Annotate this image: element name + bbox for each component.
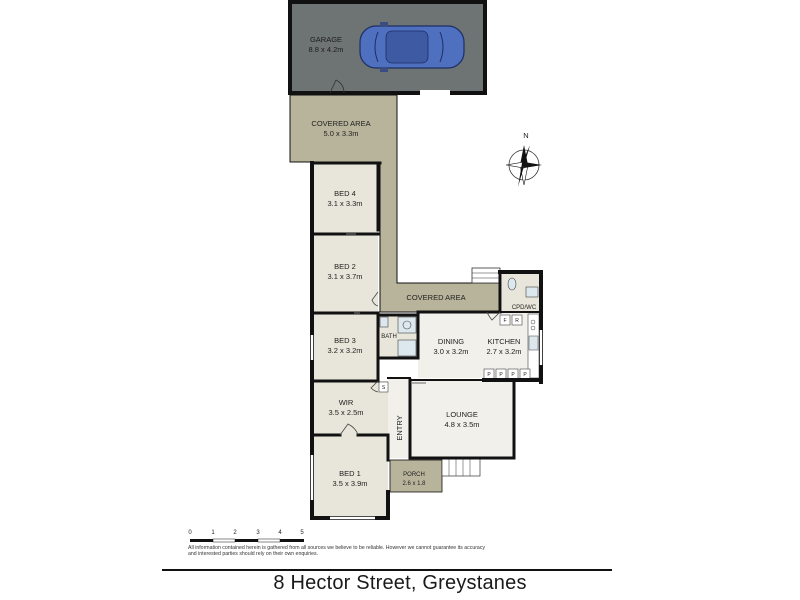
scale-tick-1: 1	[211, 530, 215, 536]
bath: BATH	[378, 315, 418, 358]
windows	[310, 330, 543, 520]
bed-2: BED 2 3.1 x 3.7m	[312, 234, 378, 313]
property-address: 8 Hector Street, Greystanes	[273, 572, 527, 594]
bed2-dims: 3.1 x 3.7m	[327, 272, 362, 281]
bed-4: BED 4 3.1 x 3.3m	[312, 163, 378, 234]
bed1-label: BED 1	[339, 469, 361, 478]
scale-tick-3: 3	[256, 530, 260, 536]
bath-label: BATH	[381, 334, 397, 340]
garage: GARAGE 8.8 x 4.2m	[288, 0, 487, 95]
lounge-dims: 4.8 x 3.5m	[444, 420, 479, 429]
bed3-dims: 3.2 x 3.2m	[327, 346, 362, 355]
scale-tick-5: 5	[300, 530, 304, 536]
bed1-dims: 3.5 x 3.9m	[332, 479, 367, 488]
fridge-label: F	[503, 318, 506, 324]
pantry-label-3: P	[511, 372, 515, 378]
porch: PORCH 2.6 x 1.8	[389, 457, 481, 493]
scale-bar: 0 1 2 3 4 5	[188, 530, 304, 543]
disclaimer-text: All information contained herein is gath…	[188, 545, 485, 558]
pantry-label-1: P	[487, 372, 491, 378]
wir: WIR 3.5 x 2.5m	[312, 381, 388, 435]
porch-label: PORCH	[403, 472, 425, 478]
bed-1: BED 1 3.5 x 3.9m	[312, 435, 388, 518]
covered-area-top-label: COVERED AREA	[311, 119, 370, 128]
dining-label: DINING	[438, 337, 464, 346]
entry-label: ENTRY	[395, 415, 404, 440]
doors	[339, 233, 501, 436]
bed2-label: BED 2	[334, 262, 356, 271]
pantry-label-4: P	[523, 372, 527, 378]
cpd-wc-label: CPD/WC	[512, 305, 537, 311]
scale-tick-4: 4	[278, 530, 282, 536]
scale-tick-0: 0	[188, 530, 192, 536]
scale-tick-2: 2	[233, 530, 237, 536]
lounge: LOUNGE 4.8 x 3.5m	[410, 380, 514, 458]
kitchen-dims: 2.7 x 3.2m	[486, 347, 521, 356]
footer-divider	[162, 569, 612, 571]
lounge-label: LOUNGE	[446, 410, 478, 419]
cpd-wc: CPD/WC	[502, 272, 541, 312]
wir-label: WIR	[339, 398, 354, 407]
entry: ENTRY S	[378, 378, 410, 458]
bed4-label: BED 4	[334, 189, 356, 198]
porch-steps	[441, 457, 481, 477]
bed4-dims: 3.1 x 3.3m	[327, 199, 362, 208]
dining-dims: 3.0 x 3.2m	[433, 347, 468, 356]
storage-label: S	[382, 385, 386, 391]
car-icon	[359, 22, 465, 72]
north-arrow-icon	[505, 145, 542, 187]
covered-area-top-dims: 5.0 x 3.3m	[323, 129, 358, 138]
bed-3: BED 3 3.2 x 3.2m	[312, 313, 378, 381]
wir-dims: 3.5 x 2.5m	[328, 408, 363, 417]
north-label: N	[523, 131, 528, 140]
garage-dims: 8.8 x 4.2m	[308, 45, 343, 54]
steps	[471, 267, 501, 284]
refrigerator-label: R	[515, 318, 519, 324]
pantry-label-2: P	[499, 372, 503, 378]
kitchen: KITCHEN 2.7 x 3.2m F R P P P P	[483, 312, 541, 380]
covered-area-mid-label: COVERED AREA	[406, 293, 465, 302]
garage-label: GARAGE	[310, 35, 342, 44]
bed3-label: BED 3	[334, 336, 356, 345]
porch-dims: 2.6 x 1.8	[402, 481, 426, 487]
kitchen-label: KITCHEN	[488, 337, 521, 346]
dining: DINING 3.0 x 3.2m	[418, 312, 484, 378]
